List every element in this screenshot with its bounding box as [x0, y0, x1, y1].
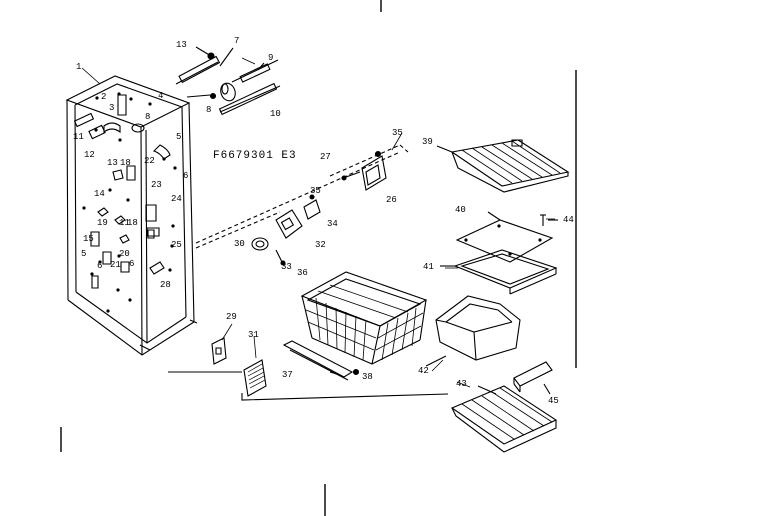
shelf-frame — [440, 250, 556, 294]
part-label: 13 — [176, 40, 187, 50]
part-label: 12 — [84, 150, 95, 160]
part-label: 35 — [392, 128, 403, 138]
part-label: 25 — [171, 240, 182, 250]
lower-brackets — [168, 338, 448, 400]
part-label: 8 — [206, 105, 212, 115]
part-label: 36 — [297, 268, 308, 278]
part-label: 31 — [248, 330, 259, 340]
part-label: 4 — [158, 91, 164, 101]
part-label: 6 — [97, 261, 103, 271]
part-label: 19 — [97, 218, 108, 228]
upper-wire-shelf — [437, 140, 568, 192]
crisper-pan — [426, 296, 520, 366]
part-label: 6 — [129, 259, 135, 269]
page-border-marks — [61, 0, 576, 516]
part-label: 3 — [109, 103, 115, 113]
lower-wire-shelf — [452, 386, 556, 452]
part-label: 21 — [110, 260, 121, 270]
part-label: 32 — [315, 240, 326, 250]
part-label: 41 — [423, 262, 434, 272]
assembly-guide-lines — [196, 145, 408, 248]
part-label: 5 — [81, 249, 87, 259]
part-label: 29 — [226, 312, 237, 322]
part-label: 35 — [310, 186, 321, 196]
part-label: 45 — [548, 396, 559, 406]
part-label: 38 — [362, 372, 373, 382]
part-label: 33 — [281, 262, 292, 272]
part-label: 6 — [183, 171, 189, 181]
part-label: 2 — [101, 92, 107, 102]
crisper-bracket — [514, 362, 552, 394]
part-label: 43 — [456, 379, 467, 389]
part-label: 23 — [151, 180, 162, 190]
part-label: 18 — [120, 158, 131, 168]
part-label: 42 — [418, 366, 429, 376]
screw-44 — [540, 215, 558, 226]
top-hardware-parts — [176, 47, 280, 114]
light-switch-bracket — [252, 195, 320, 265]
part-label: 40 — [455, 205, 466, 215]
damper-control-bracket — [342, 152, 386, 191]
part-label: 10 — [270, 109, 281, 119]
part-label: 11 — [119, 218, 130, 228]
part-label: 13 — [107, 158, 118, 168]
part-label: 26 — [386, 195, 397, 205]
part-label: 22 — [144, 156, 155, 166]
model-code: F6679301 E3 — [213, 150, 297, 162]
part-label: 37 — [282, 370, 293, 380]
part-label: 8 — [145, 112, 151, 122]
part-label: 20 — [119, 249, 130, 259]
part-label: 1 — [76, 62, 82, 72]
label-leader-lines — [82, 58, 555, 387]
part-label: 15 — [83, 234, 94, 244]
part-label: 24 — [171, 194, 182, 204]
part-label: 14 — [94, 189, 105, 199]
part-label: 30 — [234, 239, 245, 249]
part-label: 28 — [160, 280, 171, 290]
part-label: 18 — [127, 218, 138, 228]
part-label: 11 — [73, 132, 84, 142]
part-label: 7 — [234, 36, 240, 46]
part-label: 27 — [320, 152, 331, 162]
wire-basket — [302, 272, 426, 364]
part-label: 5 — [176, 132, 182, 142]
part-label: 34 — [327, 219, 338, 229]
part-label: 39 — [422, 137, 433, 147]
basket-slide-rail — [284, 341, 359, 380]
glass-shelf-panel — [457, 212, 552, 262]
freezer-liner-cabinet — [67, 76, 197, 355]
part-label: 9 — [268, 53, 274, 63]
part-label: 44 — [563, 215, 574, 225]
